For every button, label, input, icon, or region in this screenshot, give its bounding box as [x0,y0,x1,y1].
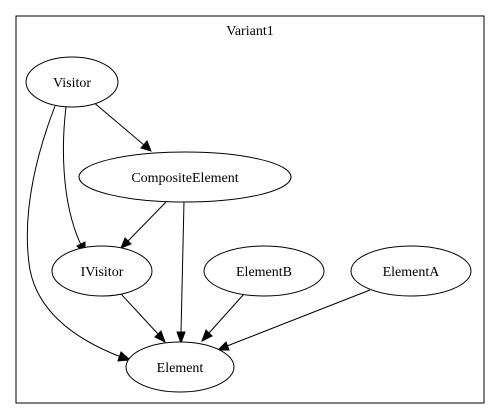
edge-visitor-to-element [26,105,132,362]
edge-elementb-to-element [201,293,245,343]
node-compositeelement-label: CompositeElement [131,171,238,186]
node-visitor: Visitor [25,56,119,108]
node-compositeelement-shape [78,151,292,203]
node-ivisitor-label: IVisitor [81,265,124,280]
edges [26,100,371,362]
edge-ivisitor-to-element [120,293,166,344]
node-elementb: ElementB [203,245,325,297]
node-compositeelement: CompositeElement [78,151,292,203]
node-visitor-shape [25,56,119,108]
node-element-label: Element [157,361,204,376]
node-elementa: ElementA [350,245,472,297]
edge-elementa-to-element [216,289,371,351]
edge-compositeelement-to-element [176,200,186,345]
cluster-variant1: Variant1 [15,15,485,404]
node-visitor-label: Visitor [53,76,91,91]
node-elementa-label: ElementA [383,265,441,280]
node-element-shape [125,341,235,393]
node-ivisitor-shape [51,245,153,297]
node-elementa-shape [350,245,472,297]
node-elementb-label: ElementB [236,265,292,280]
cluster-border [15,15,485,404]
edge-compositeelement-to-ivisitor [120,201,167,249]
node-elementb-shape [203,245,325,297]
edge-visitor-to-compositeelement [91,100,152,152]
cluster-title: Variant1 [226,24,273,39]
node-ivisitor: IVisitor [51,245,153,297]
node-element: Element [125,341,235,393]
